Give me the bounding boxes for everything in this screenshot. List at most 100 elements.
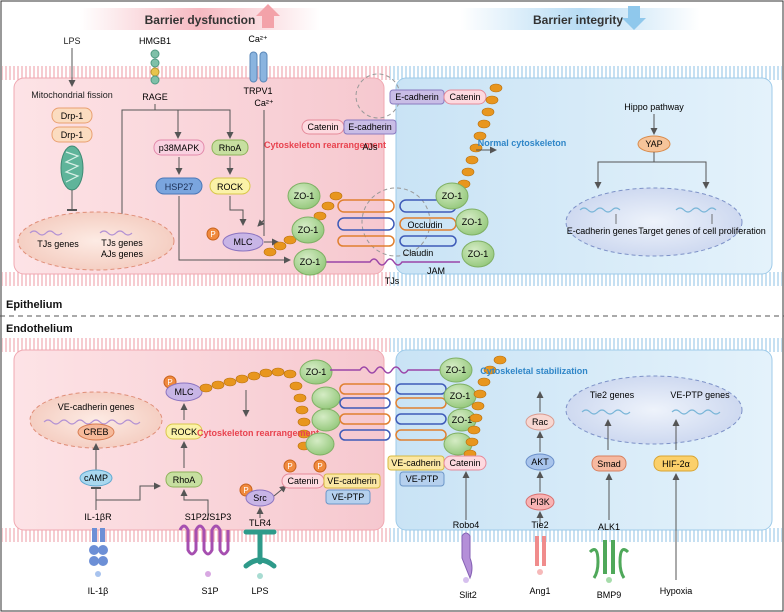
ajs-label: AJs	[362, 142, 378, 152]
zo1-cluster-endo-left	[299, 359, 341, 456]
zo1-label-6: ZO-1	[468, 249, 489, 259]
tie2-label: Tie2	[531, 520, 548, 530]
rhoa-box	[211, 139, 249, 156]
il1br-label: IL-1βR	[84, 512, 112, 522]
barrier-dysfunction-title: Barrier dysfunction	[145, 13, 256, 27]
zo1-label-3: ZO-1	[300, 257, 321, 267]
aj-genes-label: AJs genes	[101, 249, 144, 259]
catenin-label-top: Catenin	[449, 92, 480, 102]
tlr4-label: TLR4	[249, 518, 271, 528]
vecadherin-box-endo-left	[323, 473, 381, 489]
slit2-label: Slit2	[459, 590, 477, 600]
target-genes-label: Target genes of cell proliferation	[638, 226, 766, 236]
phosphate-label-catenin: P	[287, 462, 292, 471]
creb-label: CREB	[83, 427, 108, 437]
hmgb1-label: HMGB1	[139, 36, 171, 46]
trpv1-channel-icon	[249, 51, 268, 83]
rage-receptor-icon	[150, 49, 160, 85]
ang1-label: Ang1	[529, 586, 550, 596]
s1p-label: S1P	[201, 586, 218, 596]
pi3k-label: PI3K	[530, 497, 550, 507]
veptp-label-endo-left: VE-PTP	[332, 492, 365, 502]
calcium-in-label: Ca²⁺	[254, 98, 274, 108]
s1p-receptor-icon	[178, 524, 230, 556]
actin-filament-endo-right	[463, 355, 507, 459]
tj-highlight-circle	[361, 187, 431, 257]
rac-box	[525, 413, 555, 431]
camp-box	[79, 469, 113, 487]
epithelial-nucleus-left	[17, 211, 175, 271]
catenin-box-top	[443, 89, 487, 105]
akt-label: AKT	[531, 457, 549, 467]
down-arrow-icon	[622, 6, 646, 30]
hypoxia-label: Hypoxia	[660, 586, 693, 596]
phosphate-icon	[206, 227, 220, 241]
barrier-integrity-title: Barrier integrity	[533, 13, 623, 27]
catenin-label-left: Catenin	[307, 122, 338, 132]
bmp9-label: BMP9	[597, 590, 622, 600]
mitochondrial-fission-label: Mitochondrial fission	[31, 90, 113, 100]
zo1-cluster-endo-right	[439, 357, 477, 456]
rhoa-label-endo: RhoA	[173, 475, 196, 485]
epithelium-label: Epithelium	[6, 299, 62, 311]
src-box	[245, 489, 275, 507]
mitochondrion-icon	[60, 145, 84, 191]
claudin-label: Claudin	[403, 248, 434, 258]
phosphate-label-mlc: P	[167, 378, 172, 387]
catenin-label-endo-right: Catenin	[449, 458, 480, 468]
zo1-label-1: ZO-1	[294, 191, 315, 201]
hippo-pathway-label: Hippo pathway	[624, 102, 684, 112]
lps-label-endo: LPS	[251, 586, 268, 596]
hif2a-label: HIF-2α	[662, 459, 690, 469]
jam-strand-endo	[330, 366, 444, 374]
phosphate-label-vecad: P	[317, 462, 322, 471]
actin-filament-normal	[457, 83, 503, 189]
lps-label: LPS	[63, 36, 80, 46]
mlc-label: MLC	[233, 237, 253, 247]
phosphate-icon-vecad	[313, 459, 327, 473]
zo1-cluster-left	[287, 182, 327, 276]
zo1-endo-label-1: ZO-1	[306, 367, 327, 377]
zo1-label-4: ZO-1	[442, 191, 463, 201]
phosphate-label-src: P	[243, 486, 248, 495]
veptp-box-endo-left	[325, 489, 371, 505]
il1b-label: IL-1β	[88, 586, 109, 596]
epithelium-panel: LPS Mitochondrial fission Drp-1 Drp-1 HM…	[2, 34, 782, 286]
p38mapk-box	[153, 139, 205, 156]
creb-box	[77, 423, 115, 441]
header: Barrier dysfunction Barrier integrity	[80, 4, 700, 30]
vecadherin-label-endo-left: VE-cadherin	[327, 476, 377, 486]
occludin-label: Occludin	[407, 220, 442, 230]
vecadherin-label-endo-right: VE-cadherin	[391, 458, 441, 468]
phosphate-label: P	[210, 230, 215, 239]
up-arrow-icon	[256, 4, 280, 28]
smad-label: Smad	[597, 459, 621, 469]
tj-genes-label: TJs genes	[37, 239, 79, 249]
camp-label: cAMP	[84, 473, 108, 483]
ecadherin-label-top: E-cadherin	[395, 92, 439, 102]
claudin-strands-endo	[339, 383, 447, 441]
rock-label-endo: ROCK	[171, 427, 197, 437]
zo1-cluster-right	[435, 182, 495, 268]
tie2-receptor-icon	[535, 536, 546, 575]
alk1-receptor-icon	[588, 540, 630, 583]
jam-label: JAM	[427, 266, 445, 276]
rhoa-label: RhoA	[219, 143, 242, 153]
zo1-label-5: ZO-1	[462, 217, 483, 227]
catenin-label-endo-left: Catenin	[287, 476, 318, 486]
cytoskeleton-rearrangement-label: Cytoskeleton rearrangement	[264, 140, 386, 150]
hif2a-box	[653, 455, 699, 472]
normal-cytoskeleton-label: Normal cytoskeleton	[478, 138, 567, 148]
zo1-endo-label-2: ZO-1	[446, 365, 467, 375]
robo4-label: Robo4	[453, 520, 480, 530]
catenin-box-endo-right	[443, 455, 487, 471]
rock-label: ROCK	[217, 182, 243, 192]
pi3k-box	[525, 493, 555, 511]
drp1-label-2: Drp-1	[61, 130, 84, 140]
alk1-label: ALK1	[598, 522, 620, 532]
endothelium-panel: VE-cadherin genes CREB cAMP IL-1βR IL-1β…	[2, 338, 782, 600]
mlc-box-endo	[165, 382, 203, 402]
vecadherin-genes-label: VE-cadherin genes	[58, 402, 135, 412]
src-label: Src	[253, 493, 267, 503]
veptp-label-endo-right: VE-PTP	[406, 474, 439, 484]
